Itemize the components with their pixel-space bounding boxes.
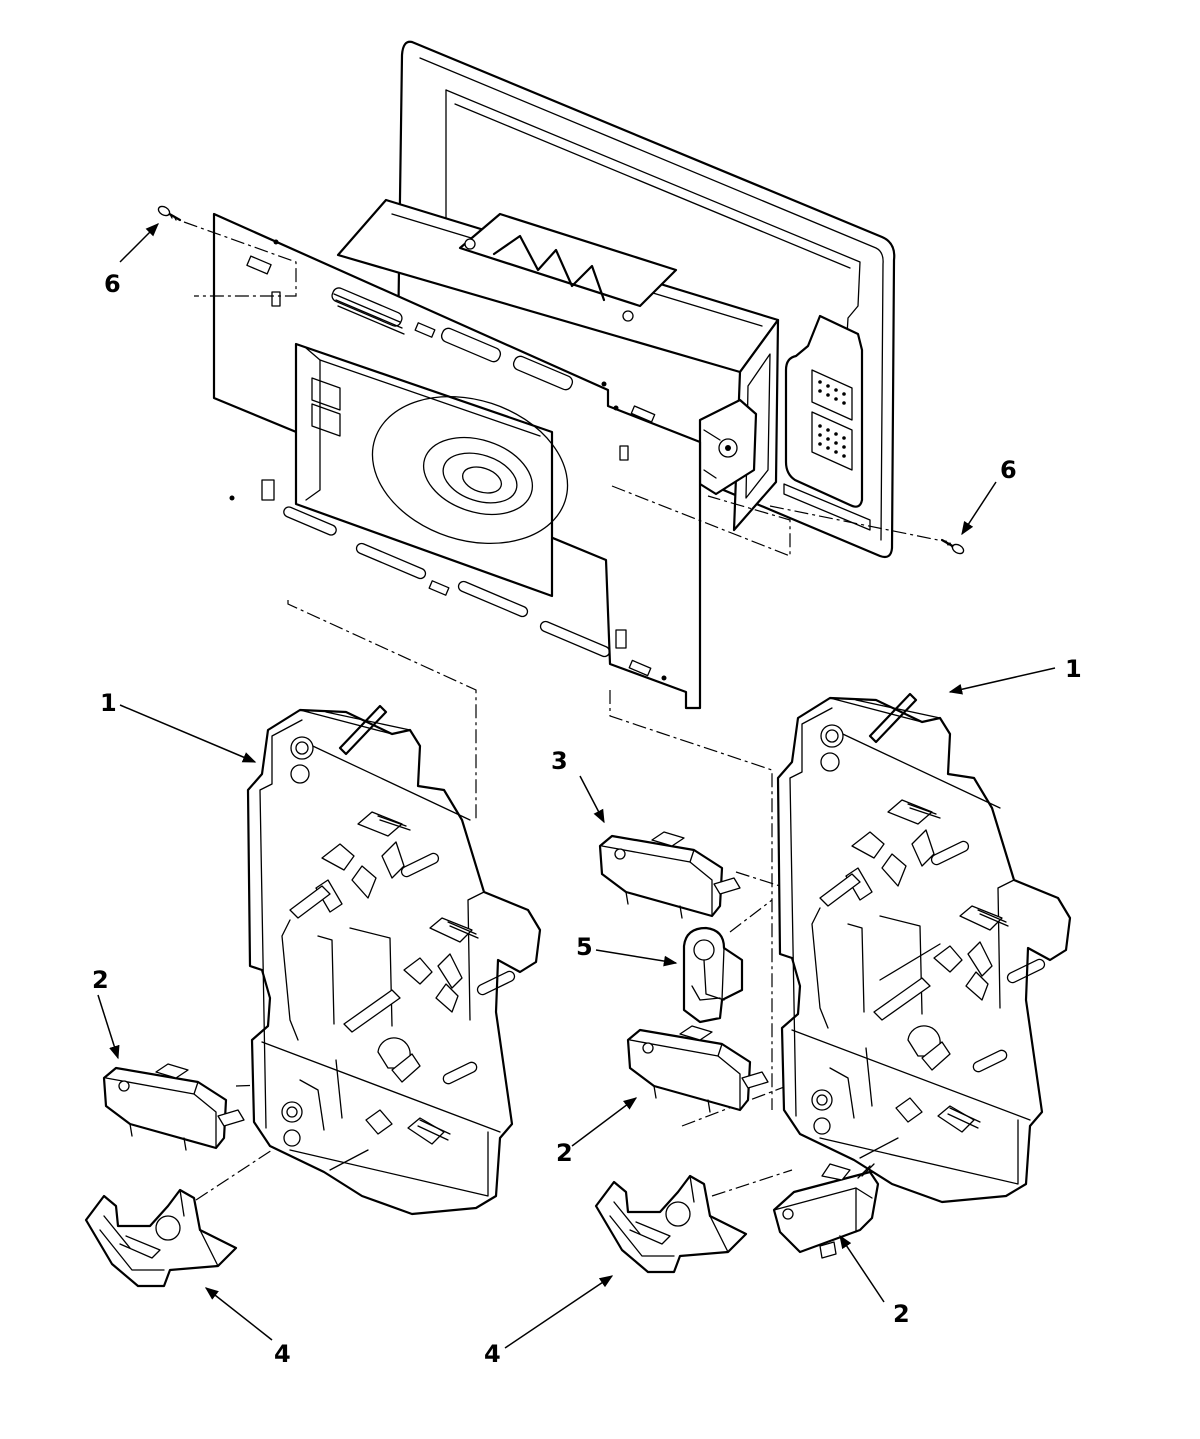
callout-1-right: 1 (1065, 655, 1082, 683)
latch-lever-5 (682, 926, 744, 1024)
callout-5: 5 (576, 933, 593, 961)
callout-6-right: 6 (1000, 456, 1017, 484)
leader-lines (97, 223, 1056, 1349)
callout-4-left: 4 (274, 1340, 291, 1368)
screw-right-6 (940, 538, 965, 555)
switch-top-3 (598, 831, 741, 919)
switch-left-2 (102, 1063, 245, 1151)
hook-lever-right-4 (594, 1174, 748, 1274)
callout-1-left: 1 (100, 689, 117, 717)
screw-left-6 (157, 205, 182, 222)
callout-2-bottom-right: 2 (893, 1300, 910, 1328)
callout-3: 3 (551, 747, 568, 775)
rear-vent-holes (818, 380, 846, 458)
latch-bracket-left (246, 704, 542, 1216)
latch-bracket-right (776, 692, 1072, 1204)
hook-lever-left-4 (84, 1188, 238, 1288)
callout-2-mid: 2 (556, 1139, 573, 1167)
frame-vent-hatch (333, 293, 405, 335)
callout-6-left: 6 (104, 270, 121, 298)
switch-bottom-right-2 (772, 1163, 880, 1259)
callout-labels: 1 1 3 5 2 2 2 4 4 6 6 (92, 270, 1082, 1368)
switch-mid-2 (626, 1025, 769, 1113)
microwave-cabinet (212, 40, 896, 710)
callout-2-left: 2 (92, 966, 109, 994)
callout-4-right: 4 (484, 1340, 501, 1368)
